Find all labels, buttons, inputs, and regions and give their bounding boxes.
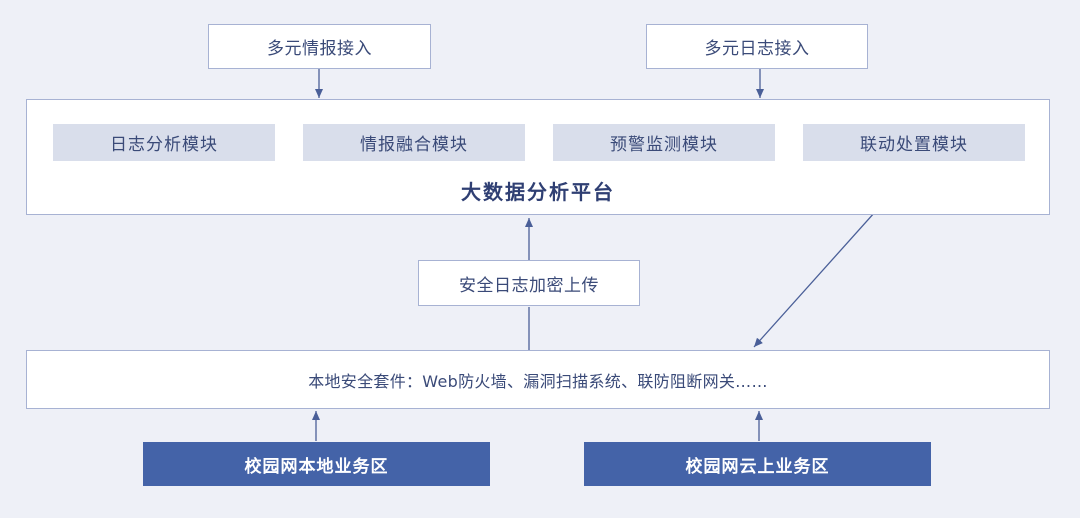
module-intel-fusion: 情报融合模块 xyxy=(303,124,525,161)
intel-input-box: 多元情报接入 xyxy=(208,24,431,69)
local-security-suite-box: 本地安全套件：Web防火墙、漏洞扫描系统、联防阻断网关…… xyxy=(26,350,1050,409)
module-log-analysis: 日志分析模块 xyxy=(53,124,275,161)
module-linkage-disposal: 联动处置模块 xyxy=(803,124,1025,161)
module-alert-monitor: 预警监测模块 xyxy=(553,124,775,161)
cloud-business-zone: 校园网云上业务区 xyxy=(584,442,931,486)
encrypted-upload-label: 安全日志加密上传 xyxy=(459,275,599,296)
encrypted-upload-box: 安全日志加密上传 xyxy=(418,260,640,306)
module-intel-fusion-label: 情报融合模块 xyxy=(360,135,468,155)
big-data-platform: 日志分析模块 情报融合模块 预警监测模块 联动处置模块 大数据分析平台 xyxy=(26,99,1050,215)
module-linkage-disposal-label: 联动处置模块 xyxy=(860,135,968,155)
platform-title: 大数据分析平台 xyxy=(461,180,615,204)
module-alert-monitor-label: 预警监测模块 xyxy=(610,135,718,155)
local-business-zone-label: 校园网本地业务区 xyxy=(244,456,389,477)
log-input-label: 多元日志接入 xyxy=(704,39,810,59)
cloud-business-zone-label: 校园网云上业务区 xyxy=(685,456,830,477)
local-business-zone: 校园网本地业务区 xyxy=(143,442,490,486)
log-input-box: 多元日志接入 xyxy=(646,24,868,69)
module-log-analysis-label: 日志分析模块 xyxy=(110,135,218,155)
local-security-suite-label: 本地安全套件：Web防火墙、漏洞扫描系统、联防阻断网关…… xyxy=(308,371,768,391)
intel-input-label: 多元情报接入 xyxy=(267,39,372,59)
